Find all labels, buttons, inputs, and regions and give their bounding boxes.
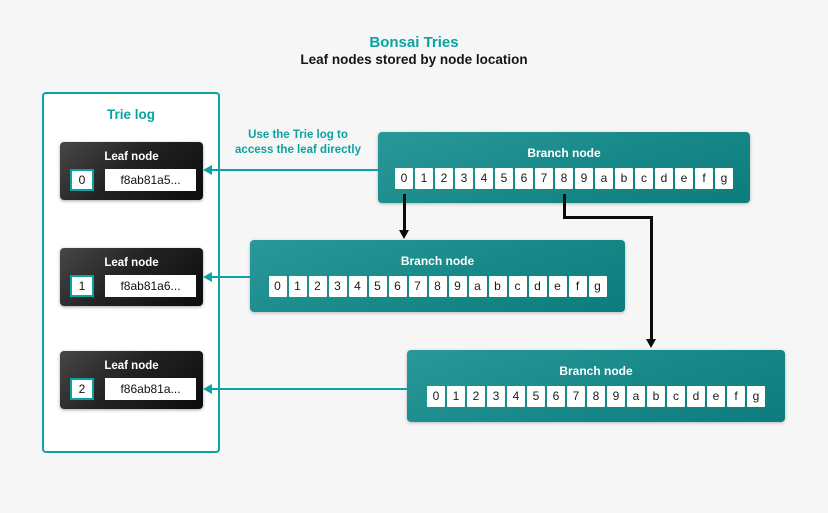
branch-node-cell: 4 bbox=[475, 168, 493, 189]
arrow-branch1-to-leaf0-line bbox=[211, 169, 378, 171]
branch-node-cell: 2 bbox=[308, 276, 327, 297]
leaf-node-card-2: Leaf node 2 f86ab81a... bbox=[60, 351, 203, 409]
branch-node-cell: 8 bbox=[555, 168, 573, 189]
leaf-node-label: Leaf node bbox=[104, 151, 159, 163]
branch-node-cell: 9 bbox=[575, 168, 593, 189]
arrow-cell8-to-branch3-head-icon bbox=[646, 339, 656, 348]
branch-node-cell: 3 bbox=[328, 276, 347, 297]
branch-node-cell: g bbox=[747, 386, 765, 407]
leaf-node-row: 2 f86ab81a... bbox=[60, 378, 203, 400]
branch-node-cell: 7 bbox=[408, 276, 427, 297]
branch-node-cell: 8 bbox=[587, 386, 605, 407]
arrow-cell8-to-branch3-segment1 bbox=[563, 194, 566, 216]
leaf-index-cell: 1 bbox=[70, 275, 94, 297]
branch-node-cell: c bbox=[508, 276, 527, 297]
page-subtitle: Leaf nodes stored by node location bbox=[300, 52, 528, 67]
branch-node-cell: b bbox=[488, 276, 507, 297]
trie-log-title: Trie log bbox=[106, 107, 155, 122]
leaf-node-card-1: Leaf node 1 f8ab81a6... bbox=[60, 248, 203, 306]
arrow-cell8-to-branch3-segment3 bbox=[650, 216, 653, 340]
leaf-index-cell: 0 bbox=[70, 169, 94, 191]
branch-node-cell: 0 bbox=[268, 276, 287, 297]
branch-node-cell: a bbox=[627, 386, 645, 407]
annotation-line-2: access the leaf directly bbox=[235, 144, 361, 156]
branch-node-cell: 1 bbox=[288, 276, 307, 297]
branch-node-cell: 0 bbox=[427, 386, 445, 407]
branch-node-cell: a bbox=[468, 276, 487, 297]
branch-node-cell: a bbox=[595, 168, 613, 189]
branch-node-cell: 9 bbox=[448, 276, 467, 297]
leaf-node-row: 0 f8ab81a5... bbox=[60, 169, 203, 191]
branch-node-cell: f bbox=[727, 386, 745, 407]
leaf-node-row: 1 f8ab81a6... bbox=[60, 275, 203, 297]
arrow-branch3-to-leaf2-line bbox=[211, 388, 407, 390]
branch-node-cell: 6 bbox=[388, 276, 407, 297]
arrow-cell0-to-branch2-line bbox=[403, 194, 406, 231]
leaf-node-label: Leaf node bbox=[104, 257, 159, 269]
branch-node-cell: 1 bbox=[447, 386, 465, 407]
branch-node-cell: 3 bbox=[487, 386, 505, 407]
branch-node-cell: 6 bbox=[547, 386, 565, 407]
branch-node-cell: 7 bbox=[567, 386, 585, 407]
branch-node-cell: d bbox=[655, 168, 673, 189]
branch-node-cell: 7 bbox=[535, 168, 553, 189]
leaf-node-label: Leaf node bbox=[104, 360, 159, 372]
branch-node-cell: b bbox=[615, 168, 633, 189]
branch-node-cell: b bbox=[647, 386, 665, 407]
branch-node-cell: 3 bbox=[455, 168, 473, 189]
arrow-branch3-to-leaf2-head-icon bbox=[203, 383, 212, 394]
branch-node-cell: 1 bbox=[415, 168, 433, 189]
branch-node-cell: 2 bbox=[435, 168, 453, 189]
branch-node-cell: 4 bbox=[507, 386, 525, 407]
branch-node-cell: g bbox=[588, 276, 607, 297]
branch-node-cell: 8 bbox=[428, 276, 447, 297]
branch-node-label: Branch node bbox=[527, 146, 601, 160]
branch-node-cell: 2 bbox=[467, 386, 485, 407]
annotation-line-1: Use the Trie log to bbox=[248, 129, 348, 141]
arrow-branch2-to-leaf1-head-icon bbox=[203, 271, 212, 282]
branch-node-cell: 0 bbox=[395, 168, 413, 189]
branch-node-cell: f bbox=[695, 168, 713, 189]
leaf-hash-cell: f86ab81a... bbox=[105, 378, 196, 400]
branch-node-cell: 5 bbox=[495, 168, 513, 189]
branch-node-cell: c bbox=[667, 386, 685, 407]
branch-node-cell: g bbox=[715, 168, 733, 189]
annotation-use-trie-log: Use the Trie log to access the leaf dire… bbox=[226, 128, 370, 158]
branch-node-cell: 4 bbox=[348, 276, 367, 297]
branch-node-cell: d bbox=[528, 276, 547, 297]
arrow-cell8-to-branch3-segment2 bbox=[563, 216, 653, 219]
leaf-index-cell: 2 bbox=[70, 378, 94, 400]
arrow-cell0-to-branch2-head-icon bbox=[399, 230, 409, 239]
arrow-branch1-to-leaf0-head-icon bbox=[203, 164, 212, 175]
branch-node-cell: d bbox=[687, 386, 705, 407]
leaf-node-card-0: Leaf node 0 f8ab81a5... bbox=[60, 142, 203, 200]
branch-node-cell: 6 bbox=[515, 168, 533, 189]
leaf-hash-cell: f8ab81a6... bbox=[105, 275, 196, 297]
branch-node-cell: f bbox=[568, 276, 587, 297]
arrow-branch2-to-leaf1-line bbox=[211, 276, 250, 278]
page-title: Bonsai Tries bbox=[369, 34, 459, 51]
branch-node-cell: 5 bbox=[527, 386, 545, 407]
branch-node-cell: 9 bbox=[607, 386, 625, 407]
branch-node-label: Branch node bbox=[400, 254, 475, 268]
branch-node-cell: 5 bbox=[368, 276, 387, 297]
branch-node-cell: e bbox=[548, 276, 567, 297]
branch-node-label: Branch node bbox=[559, 364, 633, 378]
branch-node-cell: e bbox=[675, 168, 693, 189]
branch-node-cell: c bbox=[635, 168, 653, 189]
branch-node-cell: e bbox=[707, 386, 725, 407]
leaf-hash-cell: f8ab81a5... bbox=[105, 169, 196, 191]
